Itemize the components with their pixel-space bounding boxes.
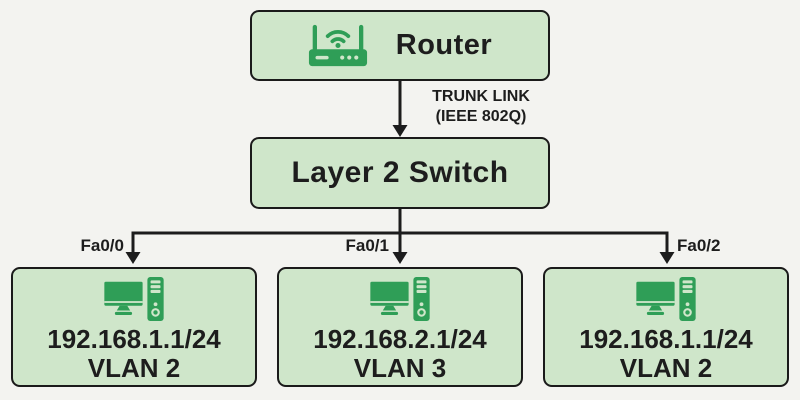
- host-vlan: VLAN 2: [619, 353, 713, 383]
- host-ip: 192.168.1.1/24: [47, 324, 221, 354]
- host-node-1: 192.168.1.1/24 VLAN 2: [11, 267, 257, 387]
- switch-label: Layer 2 Switch: [291, 156, 509, 189]
- desktop-computer-icon: [635, 277, 697, 321]
- port-label-fa0-1: Fa0/1: [345, 236, 389, 255]
- host-vlan: VLAN 2: [87, 353, 181, 383]
- trunk-link-label: TRUNK LINK (IEEE 802Q): [420, 87, 542, 127]
- trunk-link-line2: (IEEE 802Q): [435, 108, 527, 125]
- wifi-router-icon: [308, 23, 368, 68]
- host-ip: 192.168.2.1/24: [313, 324, 487, 354]
- desktop-computer-icon: [369, 277, 431, 321]
- router-node: Router: [250, 10, 550, 81]
- router-label: Router: [395, 29, 493, 61]
- trunk-link-line1: TRUNK LINK: [432, 88, 530, 105]
- switch-node: Layer 2 Switch: [250, 137, 550, 209]
- host-node-2: 192.168.2.1/24 VLAN 3: [277, 267, 523, 387]
- host-vlan: VLAN 3: [353, 353, 447, 383]
- host-ip: 192.168.1.1/24: [579, 324, 753, 354]
- desktop-computer-icon: [103, 277, 165, 321]
- port-label-fa0-0: Fa0/0: [80, 236, 124, 255]
- port-label-fa0-2: Fa0/2: [677, 236, 721, 255]
- host-node-3: 192.168.1.1/24 VLAN 2: [543, 267, 789, 387]
